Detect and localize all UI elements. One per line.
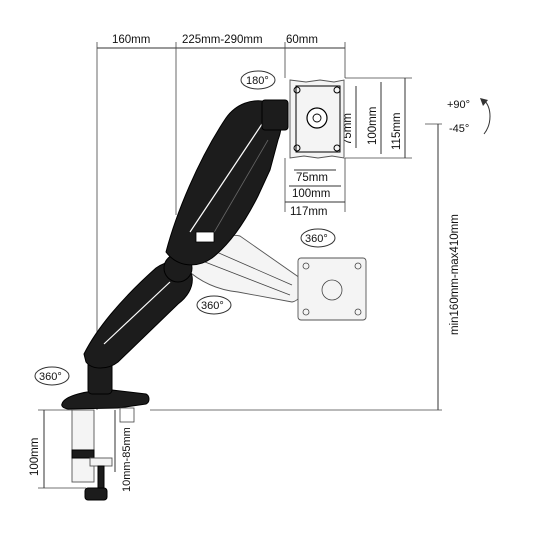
vesa-100mm-horizontal-label: 100mm — [292, 188, 330, 200]
desk-clamp — [71, 407, 135, 501]
vesa-plate — [289, 79, 345, 159]
vesa-115mm-vertical-label: 115mm — [391, 113, 403, 151]
lower-arm — [83, 261, 193, 369]
height-range-label: min160mm-max410mm — [449, 214, 461, 335]
rotate-360-base-badge: 360° — [34, 366, 70, 386]
rotate-360-elbow-badge: 360° — [196, 295, 232, 315]
clamp-height-label: 100mm — [29, 438, 41, 476]
rotate-180-label: 180° — [246, 75, 269, 87]
desk-plate — [61, 389, 150, 410]
monitor-arm — [61, 99, 289, 410]
vesa-75mm-vertical-label: 75mm — [342, 113, 354, 145]
tilt-down-label: -45° — [449, 123, 469, 135]
offset-60mm-label: 60mm — [286, 34, 318, 46]
tilt-arrow-icon — [483, 99, 491, 135]
rotate-360-elbow-label: 360° — [201, 300, 224, 312]
rotate-360-plate-label: 360° — [305, 233, 328, 245]
clamp-dimension-lines — [38, 409, 116, 489]
tilt-arrowhead-icon — [480, 98, 488, 106]
width-160mm-label: 160mm — [112, 34, 150, 46]
rotate-180-badge: 180° — [240, 70, 276, 90]
vesa-center-hub — [306, 107, 328, 129]
height-range-lines — [150, 123, 442, 411]
tilt-up-label: +90° — [447, 99, 470, 111]
desk-thickness-label: 10mm-85mm — [121, 427, 133, 492]
rotate-360-plate-badge: 360° — [300, 228, 336, 248]
vesa-75mm-horizontal-label: 75mm — [296, 172, 328, 184]
vesa-117mm-horizontal-label: 117mm — [290, 206, 328, 218]
reach-225-290mm-label: 225mm-290mm — [182, 34, 263, 46]
vesa-vertical-dimensions — [345, 77, 412, 159]
vesa-100mm-vertical-label: 100mm — [367, 107, 379, 145]
rotate-360-base-label: 360° — [39, 371, 62, 383]
vesa-horizontal-dimensions — [284, 158, 346, 212]
